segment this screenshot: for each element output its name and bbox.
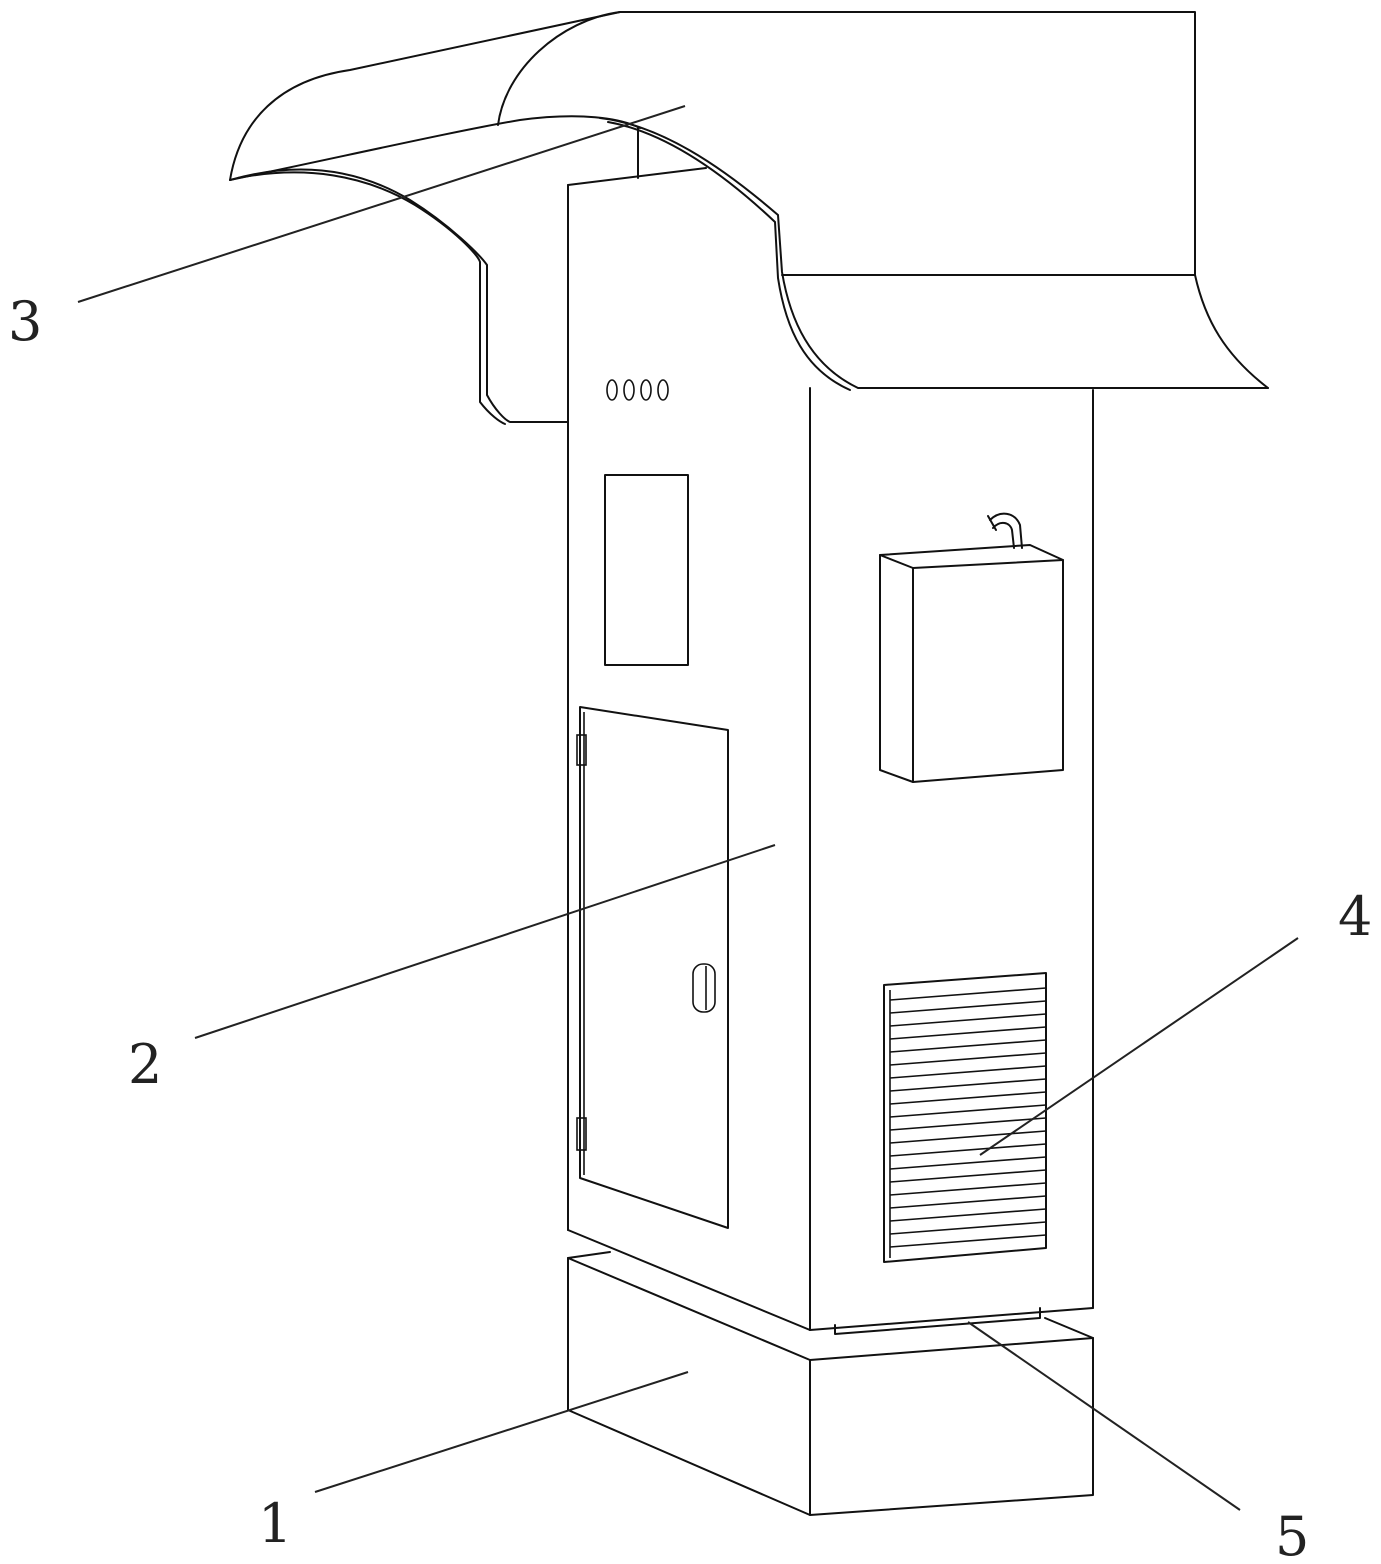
louver-slat: [889, 1182, 1047, 1196]
louver-slat: [889, 987, 1047, 1001]
callout-5: 5: [1275, 1505, 1309, 1564]
leader-line-3: [77, 105, 686, 303]
callout-2: 2: [128, 1033, 162, 1096]
canopy: [229, 11, 1269, 425]
louver-slat: [889, 1156, 1047, 1170]
leader-line-5: [967, 1321, 1241, 1511]
callout-3: 3: [8, 290, 42, 353]
door-hinge-bottom: [576, 1117, 587, 1151]
leader-line-1: [314, 1371, 689, 1493]
front-door: [576, 706, 729, 1229]
display-window: [604, 474, 689, 666]
louver-slat: [889, 1104, 1047, 1118]
louver-slat: [889, 1078, 1047, 1092]
louver-slat: [889, 1117, 1047, 1131]
indicator-lights: [606, 379, 669, 401]
louver-vent: [883, 972, 1047, 1263]
louver-slat: [889, 1000, 1047, 1014]
louver-slat: [889, 1039, 1047, 1053]
leader-line-4: [979, 937, 1299, 1156]
louver-slat: [889, 1052, 1047, 1066]
callout-4: 4: [1338, 885, 1372, 948]
louver-slat: [889, 1234, 1047, 1248]
callout-1: 1: [258, 1492, 292, 1555]
louver-slat: [889, 1143, 1047, 1157]
cabinet-body: [567, 167, 1094, 1331]
louver-slat: [889, 1091, 1047, 1105]
leader-line-2: [194, 844, 776, 1039]
louver-slat: [889, 1221, 1047, 1235]
pipe-fitting: [987, 512, 1023, 549]
door-hinge-top: [576, 734, 587, 766]
base-plinth: [567, 1251, 1094, 1516]
louver-slat: [889, 1195, 1047, 1209]
louver-slat: [889, 1065, 1047, 1079]
louver-slat: [889, 1013, 1047, 1027]
louver-slat: [889, 1130, 1047, 1144]
gap-strip: [834, 1307, 1041, 1335]
louver-slat: [889, 1169, 1047, 1183]
louver-slat: [889, 1026, 1047, 1040]
door-handle: [692, 963, 716, 1013]
louver-slat: [889, 1208, 1047, 1222]
side-box: [879, 512, 1064, 783]
